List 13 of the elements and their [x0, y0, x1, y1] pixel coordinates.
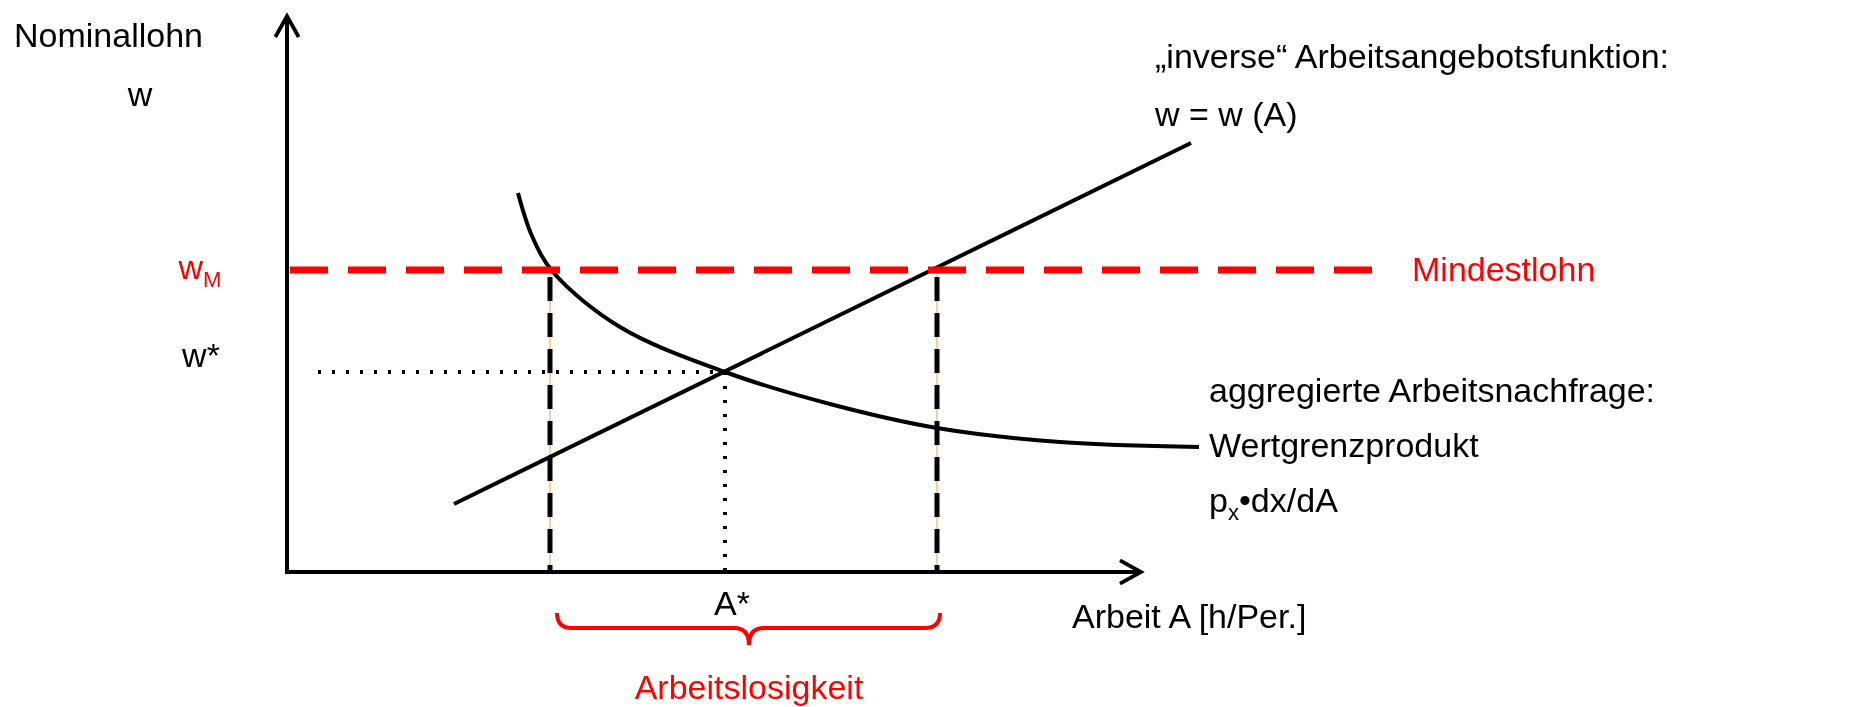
wage-label: w$_{M}$	[178, 247, 222, 293]
axis-label: w	[127, 75, 153, 115]
curve-label: Wertgrenzprodukt	[1209, 426, 1479, 466]
axis-label: Nominallohn	[14, 16, 203, 56]
line-label: Mindestlohn	[1412, 250, 1596, 290]
wage-label: w*	[182, 336, 220, 376]
curve-label: aggregierte Arbeitsnachfrage:	[1209, 371, 1656, 411]
brace-label: Arbeitslosigkeit	[634, 668, 864, 707]
curve-label: „inverse“ Arbeitsangebotsfunktion:	[1155, 37, 1670, 77]
curve-formula: w = w (A)	[1155, 95, 1298, 135]
curve-formula: p$_{x}$•dx/dA	[1209, 480, 1338, 526]
quantity-label: A*	[714, 584, 750, 624]
axis-label: Arbeit A [h/Per.]	[1072, 597, 1307, 637]
